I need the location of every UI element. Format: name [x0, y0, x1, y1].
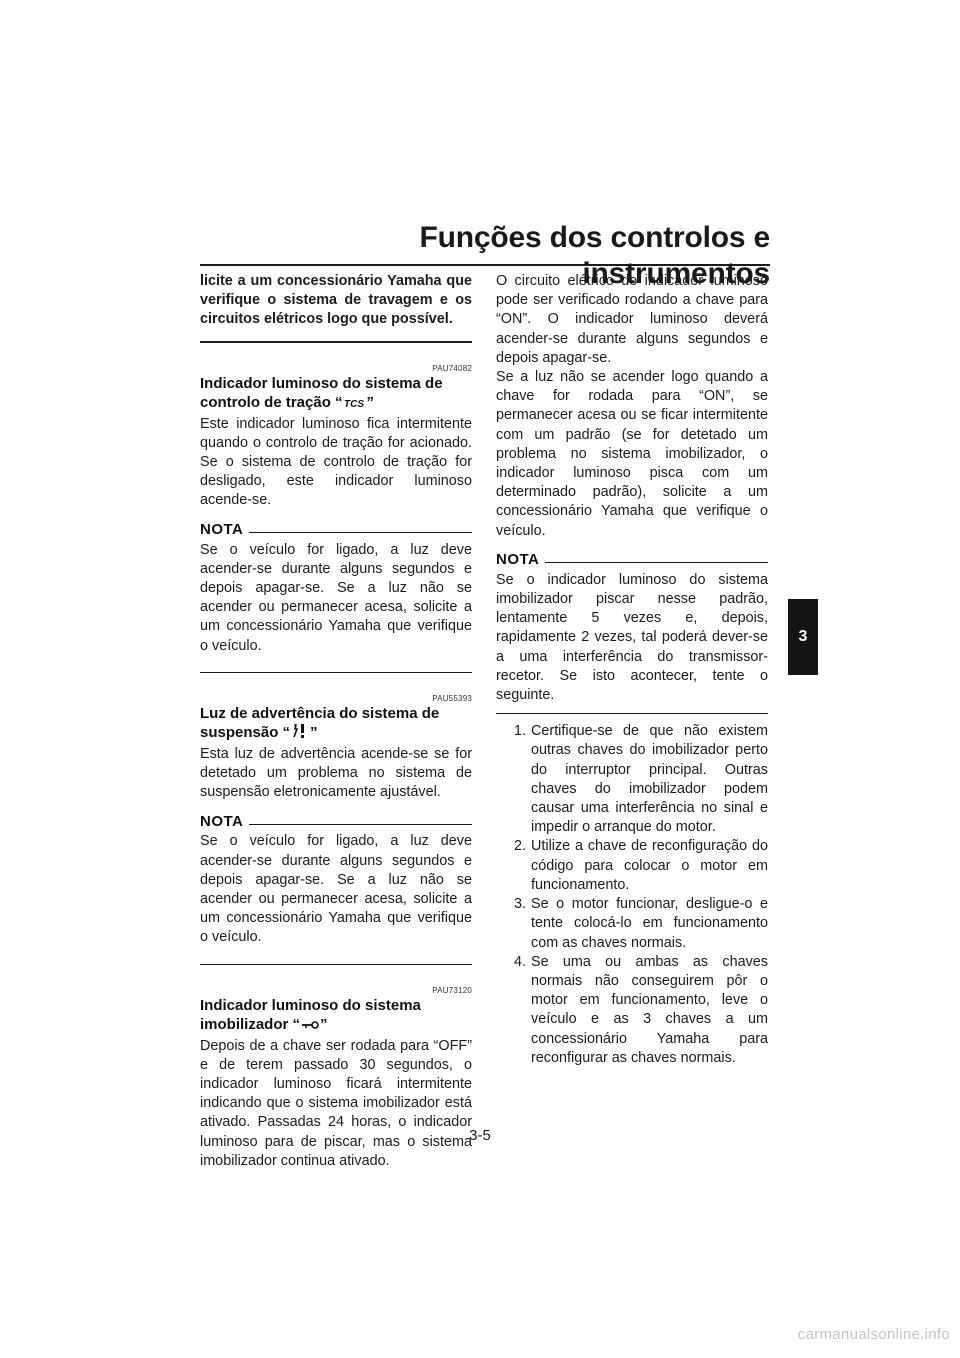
tcs-nota-text: Se o veículo for ligado, a luz deve acen…	[200, 541, 472, 654]
nota-end-rule	[496, 713, 768, 715]
tcs-heading: Indicador luminoso do sistema de control…	[200, 374, 472, 415]
tcs-body: Este indicador luminoso fica intermitent…	[200, 415, 472, 509]
fault-text: Se a luz não se acender logo quando a ch…	[496, 369, 768, 539]
header-rule	[200, 264, 770, 266]
circuit-check-text: O circuito elétrico do indicador luminos…	[496, 273, 768, 366]
tcs-icon: TCS	[344, 395, 366, 415]
right-column: O circuito elétrico do indicador luminos…	[496, 272, 768, 1068]
section-code: PAU55393	[432, 693, 472, 703]
nota-header: NOTA	[496, 549, 768, 571]
troubleshooting-steps: 1.Certifique-se de que não existem outra…	[496, 722, 768, 1068]
page-title: Funções dos controlos e instrumentos	[419, 221, 771, 290]
watermark: carmanualsonline.info	[797, 1326, 950, 1343]
nota-header: NOTA	[200, 519, 472, 541]
suspension-heading: Luz de advertência do sistema de suspens…	[200, 704, 472, 745]
warning-continuation: licite a um concessionário Yamaha que ve…	[200, 273, 472, 328]
immobilizer-nota-text: Se o indicador luminoso do sistema imobi…	[496, 571, 768, 704]
section-code: PAU74082	[432, 363, 472, 373]
nota-label: NOTA	[200, 812, 244, 830]
immobilizer-body: Depois de a chave ser rodada para “OFF” …	[200, 1037, 472, 1169]
key-icon	[301, 1017, 319, 1037]
list-item: 3.Se o motor funcionar, desligue-o e ten…	[513, 896, 768, 951]
nota-end-rule	[200, 963, 472, 965]
nota-end-rule	[200, 671, 472, 673]
section-code: PAU73120	[432, 985, 472, 995]
left-column: licite a um concessionário Yamaha que ve…	[200, 272, 472, 1171]
suspension-warning-icon	[291, 723, 309, 745]
nota-label: NOTA	[200, 521, 244, 539]
warning-end-rule	[200, 340, 472, 343]
immobilizer-heading: Indicador luminoso do sistema imobilizad…	[200, 996, 472, 1037]
list-item: 4.Se uma ou ambas as chaves normais não …	[513, 953, 768, 1066]
list-item: 2.Utilize a chave de reconfiguração do c…	[513, 838, 768, 893]
suspension-body: Esta luz de advertência acende-se se for…	[200, 745, 472, 801]
suspension-nota-text: Se o veículo for ligado, a luz deve acen…	[200, 833, 472, 946]
svg-text:TCS: TCS	[344, 399, 364, 409]
list-item: 1.Certifique-se de que não existem outra…	[513, 723, 768, 836]
nota-label: NOTA	[496, 551, 540, 569]
nota-header: NOTA	[200, 810, 472, 832]
page-number: 3-5	[469, 1127, 491, 1144]
chapter-tab: 3	[788, 599, 818, 675]
